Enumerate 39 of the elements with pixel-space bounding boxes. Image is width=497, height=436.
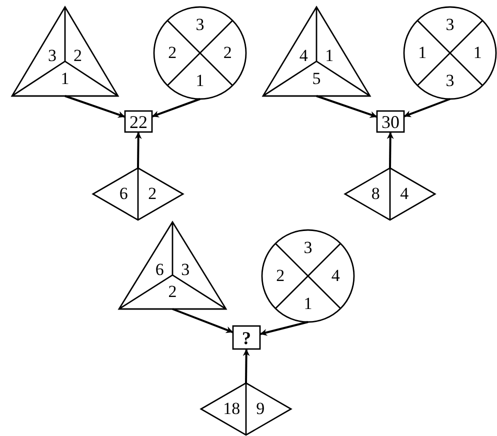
- puzzle-number: 2: [168, 283, 177, 302]
- puzzle-number: 1: [60, 70, 70, 88]
- puzzle-number: 18: [223, 400, 240, 418]
- puzzle-number: 5: [312, 70, 321, 88]
- puzzle-number: 3: [446, 72, 454, 90]
- arrow: [152, 98, 200, 118]
- puzzle-number: 2: [223, 44, 232, 62]
- puzzle-number: 1: [196, 72, 204, 90]
- arrow: [316, 95, 378, 118]
- puzzle-number: 9: [256, 400, 265, 418]
- arrow: [242, 348, 250, 384]
- puzzle-number: 1: [325, 46, 334, 65]
- answer-value: 22: [130, 112, 148, 130]
- puzzle-number: 4: [299, 46, 308, 65]
- puzzle-number: 3: [304, 239, 312, 258]
- puzzle-number: 2: [276, 267, 285, 285]
- answer-value: ?: [242, 328, 251, 346]
- answer-value: 30: [382, 112, 400, 130]
- puzzle-number: 3: [196, 16, 204, 34]
- puzzle-number: 2: [168, 44, 177, 62]
- arrow: [260, 321, 308, 336]
- arrow: [386, 132, 394, 168]
- arrow: [404, 98, 450, 118]
- arrow: [134, 132, 142, 168]
- puzzle-number: 6: [155, 260, 164, 279]
- puzzle-number: 3: [48, 46, 57, 65]
- puzzle-number: 1: [473, 44, 482, 62]
- arrow: [172, 308, 234, 334]
- puzzle-number: 1: [418, 44, 427, 62]
- puzzle-number: 4: [331, 267, 340, 285]
- puzzle-number: 1: [304, 294, 312, 313]
- puzzle-number: 3: [446, 16, 454, 34]
- puzzle-number: 6: [119, 185, 128, 203]
- puzzle-number: 4: [400, 185, 409, 203]
- puzzle-number: 8: [371, 185, 380, 203]
- puzzle-number: 2: [148, 185, 157, 203]
- puzzle-number: 2: [73, 46, 82, 65]
- puzzle-number: 3: [181, 260, 190, 279]
- arrow: [64, 95, 126, 118]
